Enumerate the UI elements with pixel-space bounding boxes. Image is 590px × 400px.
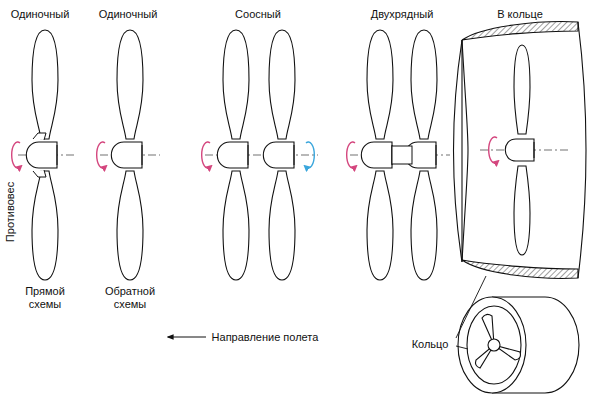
blade — [223, 30, 249, 139]
hub-spinner — [111, 142, 142, 168]
hub-flange — [57, 145, 58, 165]
propeller — [217, 30, 249, 280]
ring-perspective — [458, 297, 579, 393]
rotation-arrow — [489, 137, 497, 163]
blade — [514, 45, 530, 134]
blade — [117, 30, 143, 139]
type-title: Двухрядный — [371, 8, 434, 21]
rotation-arrow — [347, 142, 355, 168]
hub-flange — [534, 142, 535, 158]
propeller — [111, 30, 143, 280]
blade — [411, 30, 437, 139]
leader-line — [456, 346, 468, 349]
propeller — [26, 30, 58, 280]
blade — [269, 30, 295, 139]
direction-label: Направление полета — [212, 331, 319, 344]
hub-spinner — [26, 142, 57, 168]
direction-arrow — [168, 337, 206, 338]
shaft — [392, 146, 412, 164]
blade — [514, 166, 530, 255]
hub-spinner — [505, 139, 534, 161]
hub-spinner — [263, 142, 294, 168]
propeller — [263, 30, 295, 280]
rotation-arrow — [12, 142, 20, 168]
blade — [367, 171, 393, 280]
rotation-arrow — [97, 142, 105, 168]
part-label: Противовес — [4, 182, 17, 242]
hub-spinner — [361, 142, 392, 168]
type-title: В кольце — [497, 8, 543, 21]
type-title: Одиночный — [11, 8, 70, 21]
counterweight — [33, 133, 46, 140]
rotation-arrow — [202, 142, 210, 168]
scheme-caption: Обратной схемы — [102, 285, 158, 311]
blade — [411, 171, 437, 280]
blade — [117, 171, 143, 280]
rotation-arrow — [306, 142, 314, 168]
propeller — [361, 30, 393, 280]
type-title: Соосный — [235, 8, 281, 21]
blade — [32, 30, 58, 139]
blade — [32, 171, 58, 280]
hub-spinner — [217, 142, 248, 168]
blade — [223, 171, 249, 280]
hub-flange — [436, 145, 437, 165]
blade — [269, 171, 295, 280]
leader-line — [456, 276, 486, 338]
hub-flange — [142, 145, 143, 165]
part-label: Кольцо — [412, 338, 449, 351]
scheme-caption: Прямой схемы — [19, 285, 71, 311]
type-title: Одиночный — [99, 8, 158, 21]
hub-flange — [294, 145, 295, 165]
ring-housing — [454, 22, 587, 279]
blade — [367, 30, 393, 139]
hub-flange — [248, 145, 249, 165]
counterweight — [33, 170, 46, 177]
